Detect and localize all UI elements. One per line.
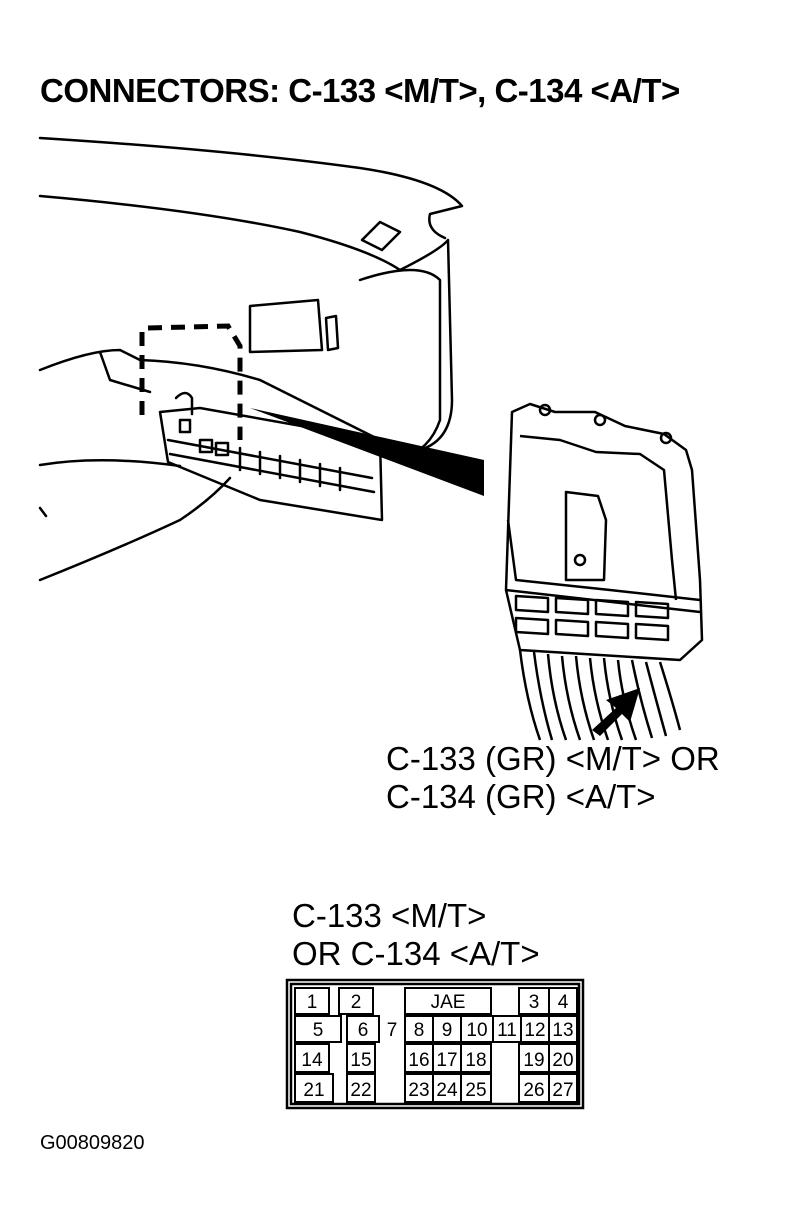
pin-11: 11 [497, 1020, 517, 1041]
pin-12: 12 [524, 1020, 545, 1041]
pin-10: 10 [466, 1020, 487, 1041]
pin-5: 5 [313, 1020, 324, 1041]
pin-20: 20 [552, 1050, 573, 1071]
pin-19: 19 [523, 1050, 544, 1071]
connector-face-diagram: 1 2 JAE 3 4 5 6 7 8 9 10 11 12 13 14 15 … [285, 978, 585, 1110]
page-title: CONNECTORS: C-133 <M/T>, C-134 <A/T> [40, 72, 680, 109]
pin-24: 24 [436, 1080, 458, 1101]
pin-9: 9 [442, 1020, 453, 1041]
connector-title-line-2: OR C-134 <A/T> [292, 935, 540, 972]
pin-16: 16 [408, 1050, 429, 1071]
pin-7: 7 [387, 1020, 398, 1041]
connector-title-line-1: C-133 <M/T> [292, 897, 487, 934]
connector-face-title: C-133 <M/T> OR C-134 <A/T> [292, 897, 540, 973]
pin-17: 17 [436, 1050, 457, 1071]
pin-22: 22 [350, 1080, 371, 1101]
pin-18: 18 [465, 1050, 486, 1071]
pin-8: 8 [414, 1020, 425, 1041]
pin-21: 21 [303, 1080, 324, 1101]
pin-2: 2 [351, 992, 362, 1013]
pin-4: 4 [558, 992, 569, 1013]
pin-3: 3 [529, 992, 540, 1013]
pin-14: 14 [301, 1050, 323, 1071]
pin-1: 1 [307, 992, 318, 1013]
connector-callout: C-133 (GR) <M/T> OR C-134 (GR) <A/T> [386, 740, 720, 816]
pin-26: 26 [523, 1080, 544, 1101]
pin-15: 15 [350, 1050, 371, 1071]
pin-27: 27 [552, 1080, 573, 1101]
pin-13: 13 [552, 1020, 573, 1041]
brand-label: JAE [431, 992, 466, 1013]
figure-id: G00809820 [40, 1132, 145, 1154]
pin-25: 25 [465, 1080, 486, 1101]
pin-6: 6 [358, 1020, 369, 1041]
pin-23: 23 [408, 1080, 429, 1101]
callout-line-1: C-133 (GR) <M/T> OR [386, 740, 720, 777]
callout-line-2: C-134 (GR) <A/T> [386, 778, 656, 815]
dashboard-connector-illustration [38, 136, 704, 741]
